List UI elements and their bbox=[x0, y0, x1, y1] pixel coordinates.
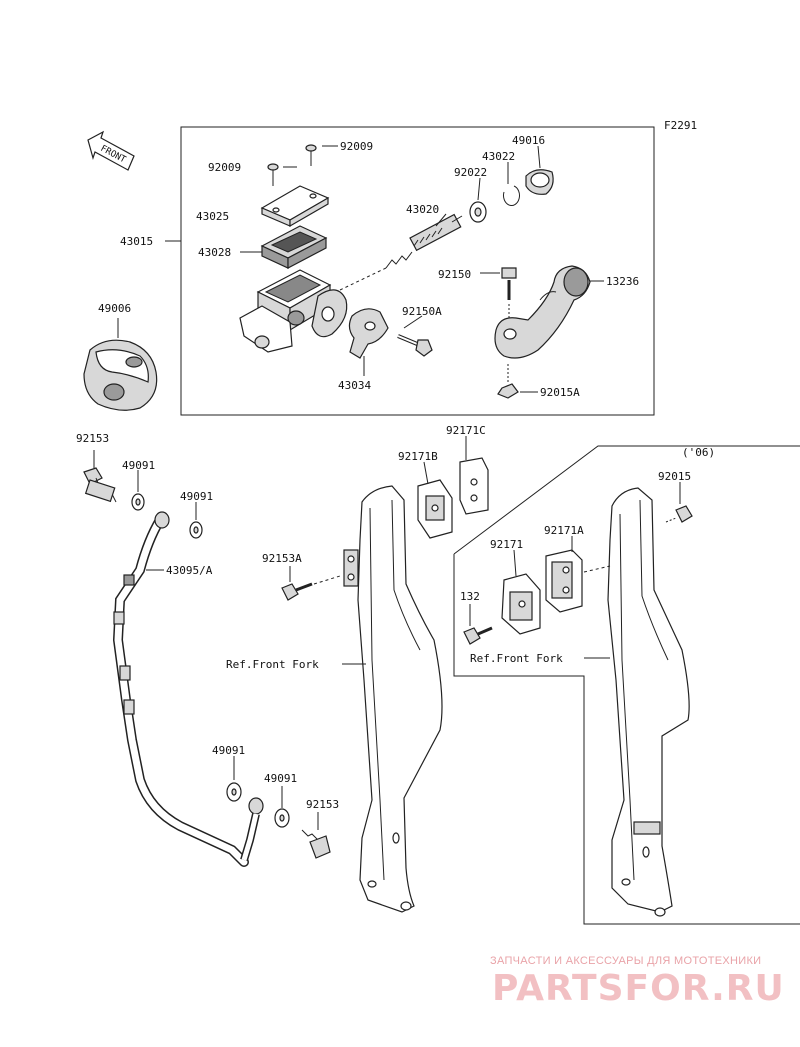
master-cylinder-body bbox=[239, 269, 348, 353]
callout-43015: 43015 bbox=[120, 235, 153, 248]
screw-92009-b bbox=[305, 144, 338, 166]
callout-06: ('06) bbox=[682, 446, 715, 459]
banjo-bolt-92153-top bbox=[83, 450, 117, 503]
bracket-92171A bbox=[545, 536, 611, 613]
bracket-92171C bbox=[459, 436, 489, 515]
washer-49091-a bbox=[131, 470, 145, 511]
ref-front-fork-label-2: Ref.Front Fork bbox=[470, 652, 563, 665]
nut-92015A bbox=[497, 364, 538, 399]
front-arrow-icon: FRONT bbox=[87, 130, 135, 171]
callout-92150: 92150 bbox=[438, 268, 471, 281]
watermark-tagline: ЗАПЧАСТИ И АКСЕССУАРЫ ДЛЯ МОТОТЕХНИКИ bbox=[490, 955, 761, 967]
callout-92171B: 92171B bbox=[398, 450, 438, 463]
callout-49006: 49006 bbox=[98, 302, 131, 315]
callout-92009-b: 92009 bbox=[340, 140, 373, 153]
reservoir-cap-43025 bbox=[260, 185, 330, 228]
piston-assembly-43020 bbox=[339, 213, 463, 291]
bracket-92171B bbox=[417, 461, 453, 539]
callout-92153A: 92153A bbox=[262, 552, 302, 565]
callout-92171C: 92171C bbox=[446, 424, 486, 437]
master-cylinder-group-box bbox=[180, 126, 655, 416]
callout-92171: 92171 bbox=[490, 538, 523, 551]
bolt-92150A bbox=[397, 315, 433, 357]
watermark-logo: PARTSFOR.RU bbox=[492, 968, 785, 1009]
callout-49091-a: 49091 bbox=[122, 459, 155, 472]
boot-49016 bbox=[525, 145, 554, 195]
callout-13236: 13236 bbox=[606, 275, 639, 288]
nut-92015 bbox=[665, 482, 693, 523]
callout-92153-bottom: 92153 bbox=[306, 798, 339, 811]
callout-132: 132 bbox=[460, 590, 480, 603]
banjo-bolt-92153-bottom bbox=[301, 812, 331, 859]
ref-front-fork-label-1: Ref.Front Fork bbox=[226, 658, 319, 671]
callout-92171A: 92171A bbox=[544, 524, 584, 537]
callout-49091-c: 49091 bbox=[212, 744, 245, 757]
callout-49091-b: 49091 bbox=[180, 490, 213, 503]
callout-92150A: 92150A bbox=[402, 305, 442, 318]
diaphragm-43028 bbox=[240, 225, 328, 269]
callout-92153-top: 92153 bbox=[76, 432, 109, 445]
callout-43095: 43095/A bbox=[166, 564, 213, 577]
brake-hose-43095 bbox=[112, 511, 264, 867]
lever-guard-49006 bbox=[83, 318, 158, 411]
screw-92009-a bbox=[267, 163, 297, 186]
bolt-132 bbox=[463, 604, 493, 645]
circlip-43022 bbox=[503, 162, 520, 206]
clamp-43034 bbox=[348, 308, 389, 376]
callout-43028: 43028 bbox=[198, 246, 231, 259]
variant-06-box bbox=[453, 445, 800, 925]
bolt-92153A bbox=[281, 566, 341, 601]
pivot-bolt-92150 bbox=[480, 267, 517, 318]
callout-43022: 43022 bbox=[482, 150, 515, 163]
callout-92015A: 92015A bbox=[540, 386, 580, 399]
callout-43034: 43034 bbox=[338, 379, 371, 392]
callout-49016: 49016 bbox=[512, 134, 545, 147]
figure-code: F2291 bbox=[664, 119, 697, 132]
callout-43020: 43020 bbox=[406, 203, 439, 216]
callout-43025: 43025 bbox=[196, 210, 229, 223]
callout-49091-d: 49091 bbox=[264, 772, 297, 785]
callout-92009-a: 92009 bbox=[208, 161, 241, 174]
callout-92022: 92022 bbox=[454, 166, 487, 179]
callout-92015: 92015 bbox=[658, 470, 691, 483]
fork-guard-center bbox=[343, 485, 443, 913]
washer-49091-c bbox=[226, 756, 242, 802]
washer-92022 bbox=[469, 177, 487, 223]
bracket-92171 bbox=[501, 549, 541, 635]
washer-49091-b bbox=[189, 502, 203, 539]
washer-49091-d bbox=[274, 786, 290, 828]
brake-lever-13236 bbox=[494, 265, 604, 359]
fork-guard-right bbox=[607, 487, 690, 917]
